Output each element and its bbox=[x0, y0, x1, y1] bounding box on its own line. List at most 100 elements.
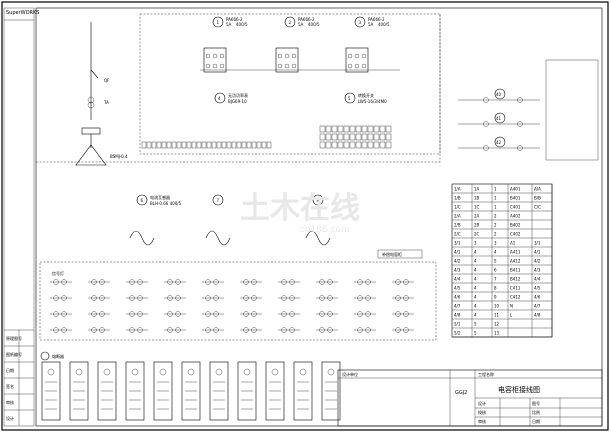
meter-model: PA666-2 bbox=[368, 17, 385, 22]
inner-frame bbox=[35, 7, 603, 427]
switch-contact-cell bbox=[337, 133, 344, 141]
switch-contact-cell bbox=[379, 133, 386, 141]
meter-model: PA666-2 bbox=[226, 17, 243, 22]
terminal-cell bbox=[176, 141, 182, 149]
terminal-cell-text: 4/1 bbox=[454, 250, 461, 255]
company-label: SuperWORKS bbox=[6, 10, 39, 16]
right-meter-circle bbox=[494, 136, 506, 148]
terminal-cell-text: 5 bbox=[494, 259, 497, 264]
meter-circle bbox=[212, 16, 224, 28]
terminal-cell-text: 1A bbox=[474, 187, 480, 192]
right-meter-term bbox=[483, 145, 489, 151]
meter-ratio: 400/5 bbox=[236, 22, 248, 27]
terminal-cell bbox=[171, 141, 177, 149]
switch-contact-cell bbox=[349, 125, 356, 133]
right-meter-num: 41 bbox=[496, 116, 502, 121]
terminal-cell-text: 4 bbox=[474, 268, 477, 273]
switch-contact-cell bbox=[379, 141, 386, 149]
meter-terminal bbox=[284, 63, 290, 69]
switch-contact-cell bbox=[325, 141, 332, 149]
switch-contact-cell bbox=[325, 125, 332, 133]
terminal-cell-text: 3/1 bbox=[534, 241, 541, 246]
meter-ratio: 400/5 bbox=[308, 22, 320, 27]
terminal-cell-text: 2/B bbox=[454, 223, 461, 228]
terminal-cell bbox=[236, 141, 242, 149]
terminal-cell-text: B401 bbox=[510, 196, 521, 201]
terminal-cell-text: 4/3 bbox=[534, 268, 541, 273]
terminal-cell bbox=[216, 141, 222, 149]
terminal-cell-text: 1C bbox=[474, 205, 480, 210]
terminal-cell-text: B411 bbox=[510, 268, 521, 273]
terminal-cell-text: 1/A bbox=[454, 187, 461, 192]
switch-symbol: 5 转换开关 LW5-16/3/4M0 bbox=[344, 92, 387, 104]
breaker-box bbox=[293, 361, 313, 421]
terminal-cell-text: 2 bbox=[494, 214, 497, 219]
capacitor-grid-box bbox=[39, 261, 437, 341]
capacitor-grid bbox=[50, 279, 414, 333]
switch-contact-cell bbox=[343, 141, 350, 149]
reactive-model: BJG69-10 bbox=[228, 99, 247, 104]
terminal-cell bbox=[221, 141, 227, 149]
meter-box bbox=[139, 13, 441, 155]
switch-contact-cell bbox=[325, 133, 332, 141]
svg-text:QF: QF bbox=[104, 78, 110, 83]
meter-terminal bbox=[347, 53, 353, 59]
meter-terminal bbox=[284, 53, 290, 59]
switch-contact-cell bbox=[337, 125, 344, 133]
meter-circle bbox=[354, 16, 366, 28]
right-meter-term bbox=[517, 145, 523, 151]
terminal-cell-text: C411 bbox=[510, 286, 521, 291]
protector-label: 电流互感器 bbox=[150, 194, 170, 200]
breaker-dot bbox=[131, 368, 139, 376]
terminal-cell-text: 2A bbox=[474, 214, 480, 219]
terminal-cell-text: 3 bbox=[474, 241, 477, 246]
left-row-5: 设计 bbox=[6, 415, 14, 421]
right-meter-num: 40 bbox=[496, 92, 502, 97]
terminal-cell-text: 4/5 bbox=[534, 286, 541, 291]
meter-terminal bbox=[361, 53, 367, 59]
terminal-cell bbox=[161, 141, 167, 149]
breaker-box bbox=[125, 361, 145, 421]
terminal-cell-text: 4/3 bbox=[454, 268, 461, 273]
breaker-box bbox=[237, 361, 257, 421]
terminal-cell bbox=[201, 141, 207, 149]
reactive-meter: 4 无功功率表 BJG69-10 bbox=[214, 92, 248, 104]
terminal-cell-text: 7 bbox=[494, 277, 497, 282]
fuse-label: 熔断器 bbox=[52, 353, 64, 359]
terminal-cell bbox=[211, 141, 217, 149]
meter-terminal bbox=[354, 53, 360, 59]
terminal-cell-text: 4 bbox=[474, 250, 477, 255]
switch-contact-cell bbox=[349, 133, 356, 141]
meter-rating: 5A bbox=[368, 22, 374, 27]
terminal-cell-text: A/A bbox=[534, 187, 541, 192]
tb-row-0-c: 图号 bbox=[532, 400, 540, 406]
right-meter-term bbox=[517, 121, 523, 127]
breaker-dot bbox=[103, 368, 111, 376]
meter-rating: 5A bbox=[298, 22, 304, 27]
left-row-3: 签名 bbox=[6, 383, 14, 389]
terminal-cell-text: 4/6 bbox=[534, 295, 541, 300]
breaker-dot bbox=[327, 368, 335, 376]
protector-num: 7 bbox=[217, 198, 220, 203]
terminal-cell-text: 5 bbox=[474, 331, 477, 336]
terminal-strip-right bbox=[319, 125, 392, 149]
switch-contact-cell bbox=[361, 141, 368, 149]
right-meter-circle bbox=[494, 112, 506, 124]
switch-contact-cell bbox=[355, 133, 362, 141]
tb-drawing-title: 电容柜接线图 bbox=[498, 385, 540, 394]
terminal-cell-text: A1 bbox=[510, 241, 516, 246]
terminal-cell-text: 2/A bbox=[454, 214, 461, 219]
terminal-cell-text: 12 bbox=[494, 322, 500, 327]
cap-title: 补偿电容柜 bbox=[382, 251, 402, 257]
terminal-cell bbox=[261, 141, 267, 149]
terminal-cell bbox=[151, 141, 157, 149]
meter-num: 2 bbox=[289, 20, 292, 25]
meter-terminal bbox=[212, 63, 218, 69]
terminal-cell-text: B/B bbox=[534, 196, 541, 201]
terminal-cell-text: 1 bbox=[494, 196, 497, 201]
switch-contact-cell bbox=[331, 125, 338, 133]
right-meter-circle bbox=[494, 88, 506, 100]
right-meter-term bbox=[483, 97, 489, 103]
